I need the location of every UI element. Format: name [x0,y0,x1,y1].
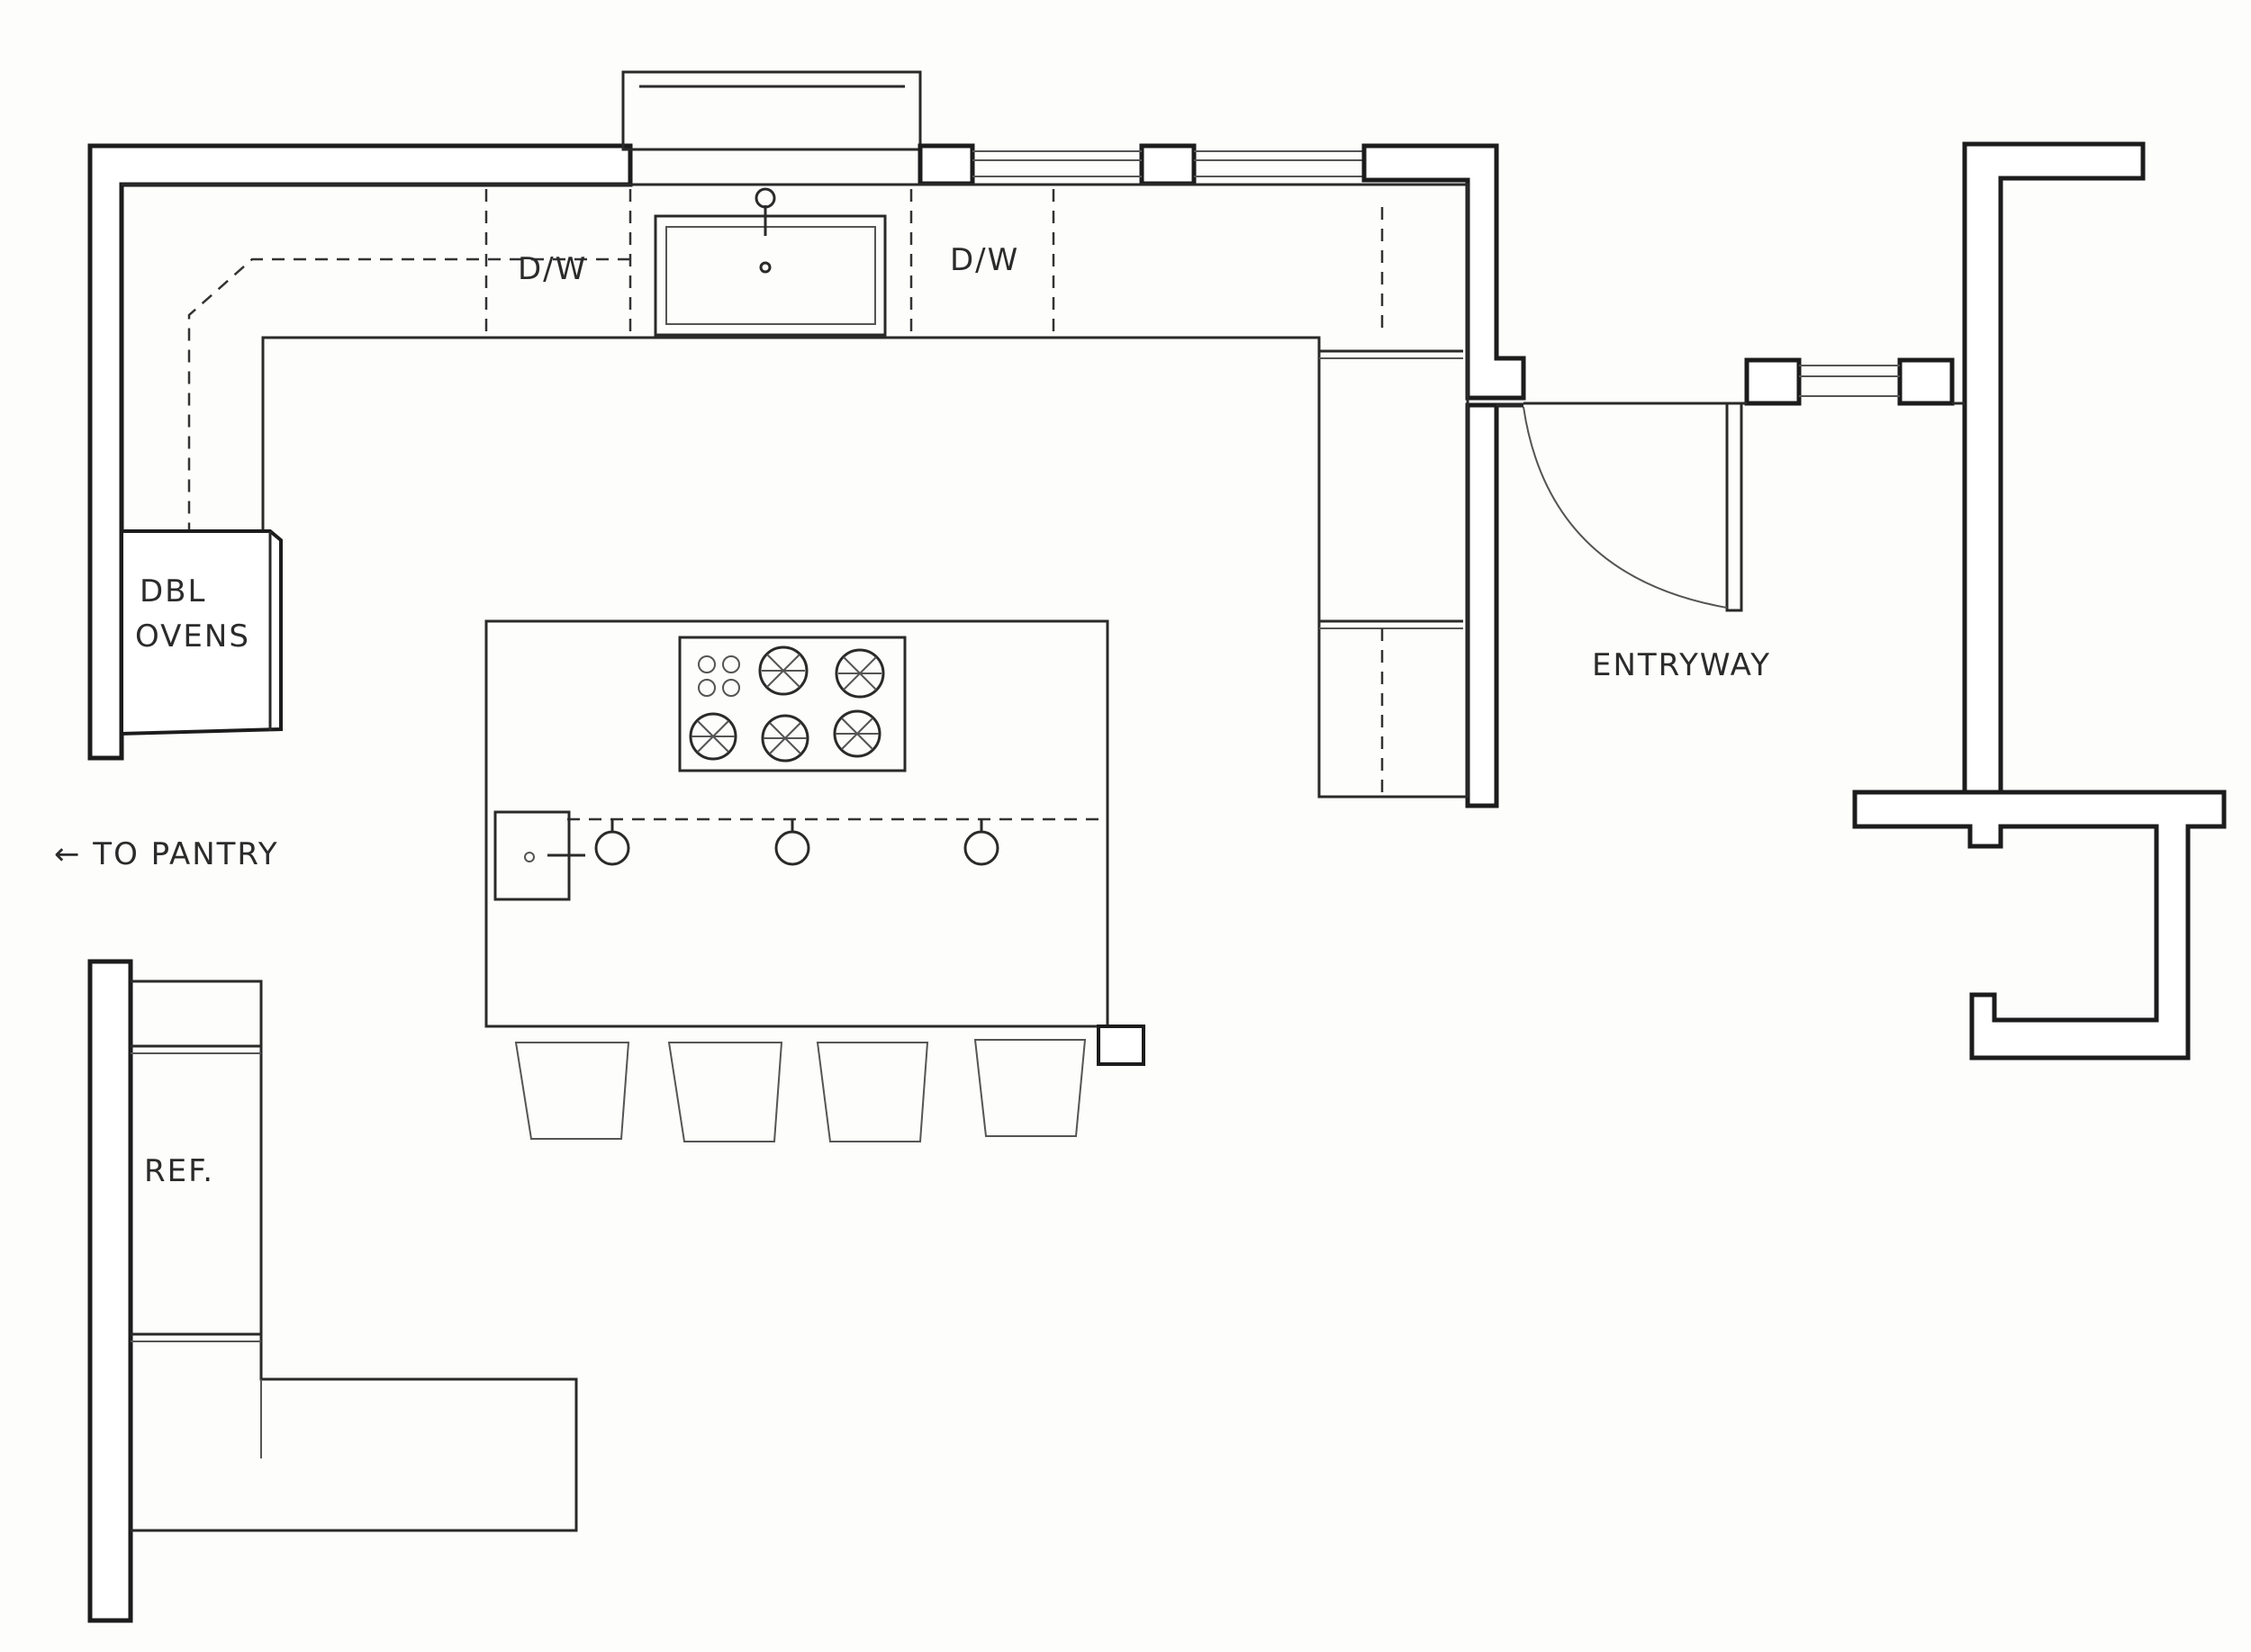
entryway-label: ENTRYWAY [1592,647,1771,683]
island-post [1097,1025,1145,1066]
door-swing-arc [1523,406,1728,609]
sink-window-bay [621,70,922,151]
burner-small-icon [698,679,716,697]
pantry-label: ← TO PANTRY [54,836,279,872]
bar-stool [816,1042,929,1142]
ref-label: REF. [144,1153,214,1189]
wall-entry-right [1962,141,2146,799]
island-outlet-icon [774,819,810,866]
entryway-area [1523,141,2227,1061]
entry-pier-left [1744,357,1802,406]
burner-small-icon [722,679,740,697]
burner-large-icon [833,709,881,758]
upper-cabinet-outline [187,257,630,531]
burner-large-icon [835,648,885,699]
island-outlet-icon [963,819,999,866]
main-sink-basin [665,226,876,325]
burner-small-icon [722,655,740,673]
ref-counter-outline [131,979,578,1532]
exterior-walls [87,70,1526,1623]
bar-stool [667,1042,783,1142]
wall-right-segment [1465,402,1499,808]
ovens-box [120,529,283,736]
u-shaped-counter [122,183,1469,799]
dw-left-label: D/W [518,251,587,287]
prep-sink-drain [524,852,535,862]
island-outlet-icon [594,819,630,866]
entry-pier-right [1897,357,1955,406]
dw-right-label: D/W [950,242,1019,278]
wall-closet [1852,790,2227,1061]
double-ovens: DBL OVENS [120,529,283,736]
entry-door-leaf [1725,402,1743,612]
sink-faucet-icon [755,187,776,209]
cooktop [678,636,907,772]
cooktop-burners [689,645,885,763]
ovens-label-line2: OVENS [135,618,250,654]
wall-top-right [1361,143,1526,401]
burner-large-icon [761,714,809,763]
island-outline [484,619,1109,1028]
counter-outline [122,183,1469,799]
refrigerator-section: REF. [131,979,578,1532]
burner-small-icon [698,655,716,673]
wall-pier-1 [918,143,975,186]
bar-stool [514,1042,630,1140]
sink-drain [759,261,772,274]
wall-pier-2 [1139,143,1197,186]
ovens-label-line1: DBL [140,573,206,609]
burner-large-icon [689,712,737,761]
kitchen-island [484,619,1145,1066]
bar-stools [514,1039,1087,1142]
wall-bottom-left [87,959,133,1623]
main-sink [654,214,887,337]
burner-large-icon [758,645,809,696]
bar-stool [973,1039,1087,1137]
